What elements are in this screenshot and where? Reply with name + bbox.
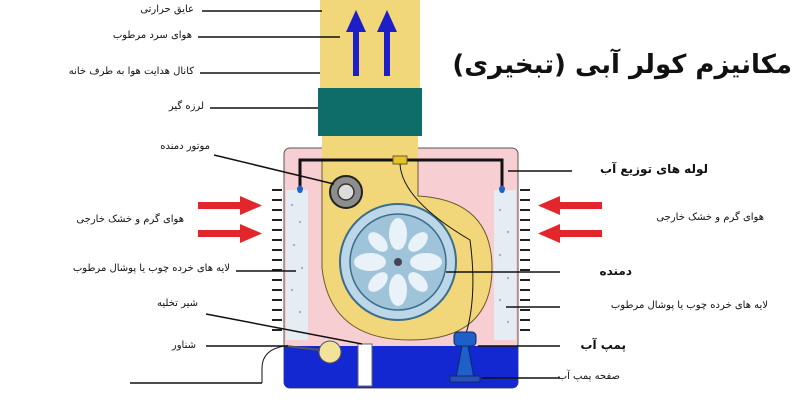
label-pads-left: لایه های خرده چوب یا پوشال مرطوب	[72, 263, 230, 274]
hot-air-arrows-left	[198, 196, 262, 243]
label-vibration-damper: لرزه گیر	[168, 101, 204, 112]
label-cool-humid-air: هوای سرد مرطوب	[112, 30, 192, 41]
motor-shaft	[337, 183, 355, 201]
label-hot-dry-air-right: هوای گرم و خشک خارجی	[656, 212, 764, 223]
leader-lines	[130, 10, 572, 384]
page-title: مکانیزم کولر آبی (تبخیری)	[452, 50, 792, 80]
water-pump	[453, 331, 477, 347]
left-wet-pad	[286, 190, 308, 340]
label-hot-dry-air-left: هوای گرم و خشک خارجی	[76, 214, 184, 225]
cool-air-arrows	[346, 10, 397, 76]
drain-valve	[357, 343, 373, 387]
label-float: شناور	[171, 340, 196, 351]
label-water-pump: پمپ آب	[580, 338, 626, 352]
label-fan-motor: موتور دمنده	[160, 141, 210, 152]
fan-hub	[394, 258, 402, 266]
label-pump-plate: صفحه پمپ آب	[557, 371, 620, 382]
pad-texture	[290, 203, 510, 324]
pipe-fitting	[392, 155, 408, 165]
vibration-damper	[318, 88, 422, 136]
supply-tube	[399, 163, 474, 341]
fan-blades	[354, 218, 442, 306]
right-louvers	[520, 189, 530, 331]
pump-plate	[449, 375, 481, 383]
water-drop-right	[499, 185, 505, 193]
water-drop-left	[297, 185, 303, 193]
hot-air-arrows-right	[538, 196, 602, 243]
label-pads-right: لایه های خرده چوب یا پوشال مرطوب	[610, 300, 768, 311]
label-duct: کانال هدایت هوا به طرف خانه	[68, 66, 194, 77]
float-ball	[318, 340, 342, 364]
air-duct	[320, 0, 420, 88]
float-arm	[285, 345, 321, 351]
label-blower: دمنده	[599, 264, 632, 278]
label-insulator: عایق حرارتی	[140, 4, 194, 15]
left-louvers	[272, 189, 282, 331]
right-wet-pad	[494, 190, 516, 340]
label-distribution-pipes: لوله های توزیع آب	[600, 162, 708, 176]
label-drain-valve: شیر تخلیه	[156, 298, 198, 309]
float-pipe	[261, 345, 285, 383]
